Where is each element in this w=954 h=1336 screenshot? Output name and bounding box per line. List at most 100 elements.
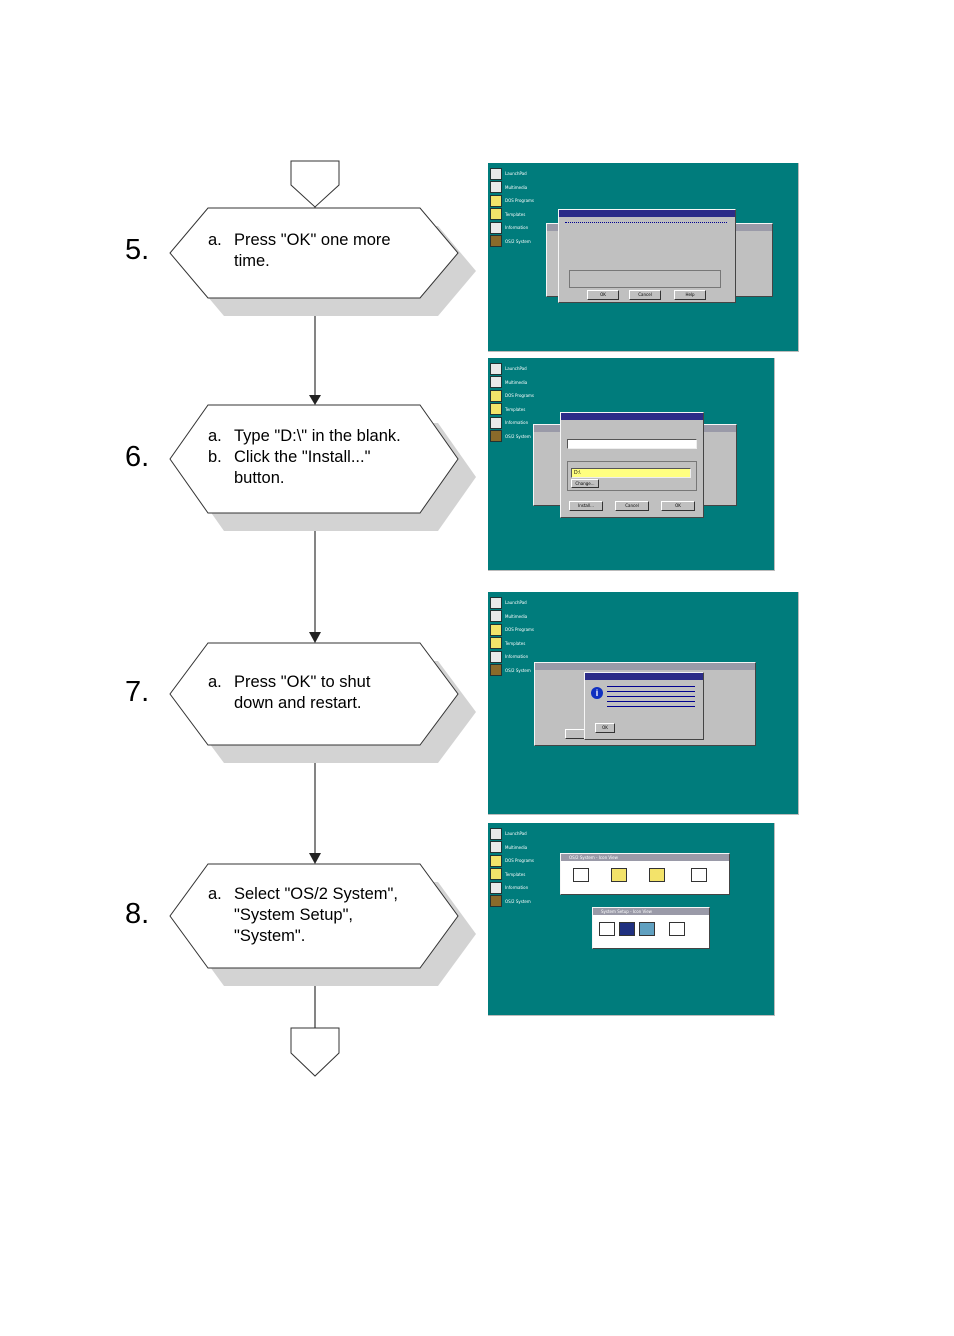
step-6-instructions: a. Type "D:\" in the blank. b.Click the "… — [208, 426, 401, 489]
desktop-icons: LaunchPad Multimedia DOS Programs Templa… — [490, 596, 534, 677]
help-button[interactable]: Help — [674, 290, 706, 300]
launchpad-icon — [490, 596, 502, 609]
item-letter — [208, 926, 234, 947]
desktop-icon: DOS Programs — [490, 389, 534, 403]
launchpad-icon — [490, 827, 502, 840]
item-text: Type "D:\" in the blank. — [234, 427, 401, 445]
cancel-button[interactable]: Cancel — [615, 501, 649, 511]
desktop-icon: Templates — [490, 637, 534, 651]
arrowhead — [309, 853, 321, 864]
desktop-icon: LaunchPad — [490, 827, 534, 841]
directory-value: D:\ — [574, 470, 581, 476]
message-text — [607, 686, 695, 710]
setup-object-icon[interactable] — [599, 922, 615, 936]
folder-object-icon[interactable] — [649, 868, 665, 882]
step-6-hexagon — [169, 404, 459, 514]
install-button[interactable]: Install... — [569, 501, 603, 511]
desktop-icons: LaunchPad Multimedia DOS Programs Templa… — [490, 167, 534, 248]
desktop-icon: Multimedia — [490, 376, 534, 390]
desktop-icons: LaunchPad Multimedia DOS Programs Templa… — [490, 827, 534, 908]
os2-system-folder-window: OS/2 System - Icon View — [560, 853, 730, 895]
folder-icon — [490, 403, 502, 416]
step-7-instructions: a.Press "OK" to shut down and restart. — [208, 672, 370, 714]
item-letter — [208, 251, 234, 272]
ok-button[interactable]: OK — [661, 501, 695, 511]
information-icon — [490, 881, 502, 894]
desktop-icon: Information — [490, 416, 534, 430]
desktop-icons: LaunchPad Multimedia DOS Programs Templa… — [490, 362, 534, 443]
folder-icon — [490, 637, 502, 650]
info-icon: i — [591, 687, 603, 699]
offpage-connector-bottom — [290, 1027, 340, 1077]
item-letter: a. — [208, 231, 222, 249]
folder-icon — [490, 854, 502, 867]
information-icon — [490, 650, 502, 663]
window-titlebar: System Setup - Icon View — [593, 908, 709, 915]
desktop-icon: OS/2 System — [490, 664, 534, 678]
ok-button[interactable]: OK — [587, 290, 619, 300]
step-number: 8. — [125, 898, 150, 930]
instruction-line: a. Press "OK" one more — [208, 230, 391, 251]
multimedia-icon — [490, 841, 502, 854]
folder-object-icon[interactable] — [573, 868, 589, 882]
instruction-line: a. Type "D:\" in the blank. — [208, 426, 401, 447]
desktop-icon: LaunchPad — [490, 362, 534, 376]
item-letter — [208, 693, 234, 714]
folder-object-icon[interactable] — [691, 868, 707, 882]
desktop-icon: DOS Programs — [490, 854, 534, 868]
item-text: button. — [234, 469, 285, 487]
item-letter: a. — [208, 885, 222, 903]
desktop-icon: DOS Programs — [490, 194, 534, 208]
desktop-icon: Information — [490, 650, 534, 664]
system-object-icon[interactable] — [639, 922, 655, 936]
offpage-connector-top — [290, 160, 340, 208]
os2-system-icon — [490, 430, 502, 443]
desktop-icon: LaunchPad — [490, 596, 534, 610]
system-setup-window: System Setup - Icon View — [592, 907, 710, 949]
folder-icon — [490, 389, 502, 402]
setup-object-icon[interactable] — [619, 922, 635, 936]
item-text: Press "OK" one more — [234, 231, 391, 249]
instruction-line: a.Select "OS/2 System", — [208, 884, 398, 905]
dialog-titlebar — [559, 210, 735, 217]
dialog-titlebar — [585, 673, 703, 680]
item-letter — [208, 468, 234, 489]
directory-input[interactable]: D:\ — [571, 468, 691, 478]
desktop-icon: DOS Programs — [490, 623, 534, 637]
os2-system-icon — [490, 895, 502, 908]
step-8-hexagon — [169, 863, 459, 969]
item-letter: a. — [208, 673, 222, 691]
instruction-line: down and restart. — [208, 693, 370, 714]
multimedia-icon — [490, 181, 502, 194]
instruction-line: b.Click the "Install..." — [208, 447, 401, 468]
desktop-icon: OS/2 System — [490, 895, 534, 909]
step-number: 5. — [125, 234, 150, 266]
item-letter: b. — [208, 448, 222, 466]
os2-system-icon — [490, 235, 502, 248]
cancel-button[interactable]: Cancel — [629, 290, 661, 300]
folder-icon — [490, 208, 502, 221]
item-letter — [208, 905, 234, 926]
instruction-line: "System". — [208, 926, 398, 947]
launchpad-icon — [490, 362, 502, 375]
folder-object-icon[interactable] — [611, 868, 627, 882]
instruction-line: button. — [208, 468, 401, 489]
source-path-field[interactable] — [567, 439, 697, 449]
step-8-instructions: a.Select "OS/2 System", "System Setup", … — [208, 884, 398, 947]
change-button[interactable]: Change... — [571, 479, 599, 488]
instruction-line: "System Setup", — [208, 905, 398, 926]
ok-button[interactable]: OK — [595, 723, 615, 733]
step-5-hexagon — [169, 207, 459, 299]
item-text: "System". — [234, 927, 306, 945]
folder-icon — [490, 868, 502, 881]
folder-icon — [490, 194, 502, 207]
desktop-icon: OS/2 System — [490, 430, 534, 444]
setup-object-icon[interactable] — [669, 922, 685, 936]
dialog-window: OK Cancel Help — [558, 209, 736, 303]
item-letter: a. — [208, 427, 222, 445]
arrowhead — [309, 632, 321, 643]
window-titlebar: OS/2 System - Icon View — [561, 854, 729, 861]
os2-system-icon — [490, 664, 502, 677]
multimedia-icon — [490, 610, 502, 623]
